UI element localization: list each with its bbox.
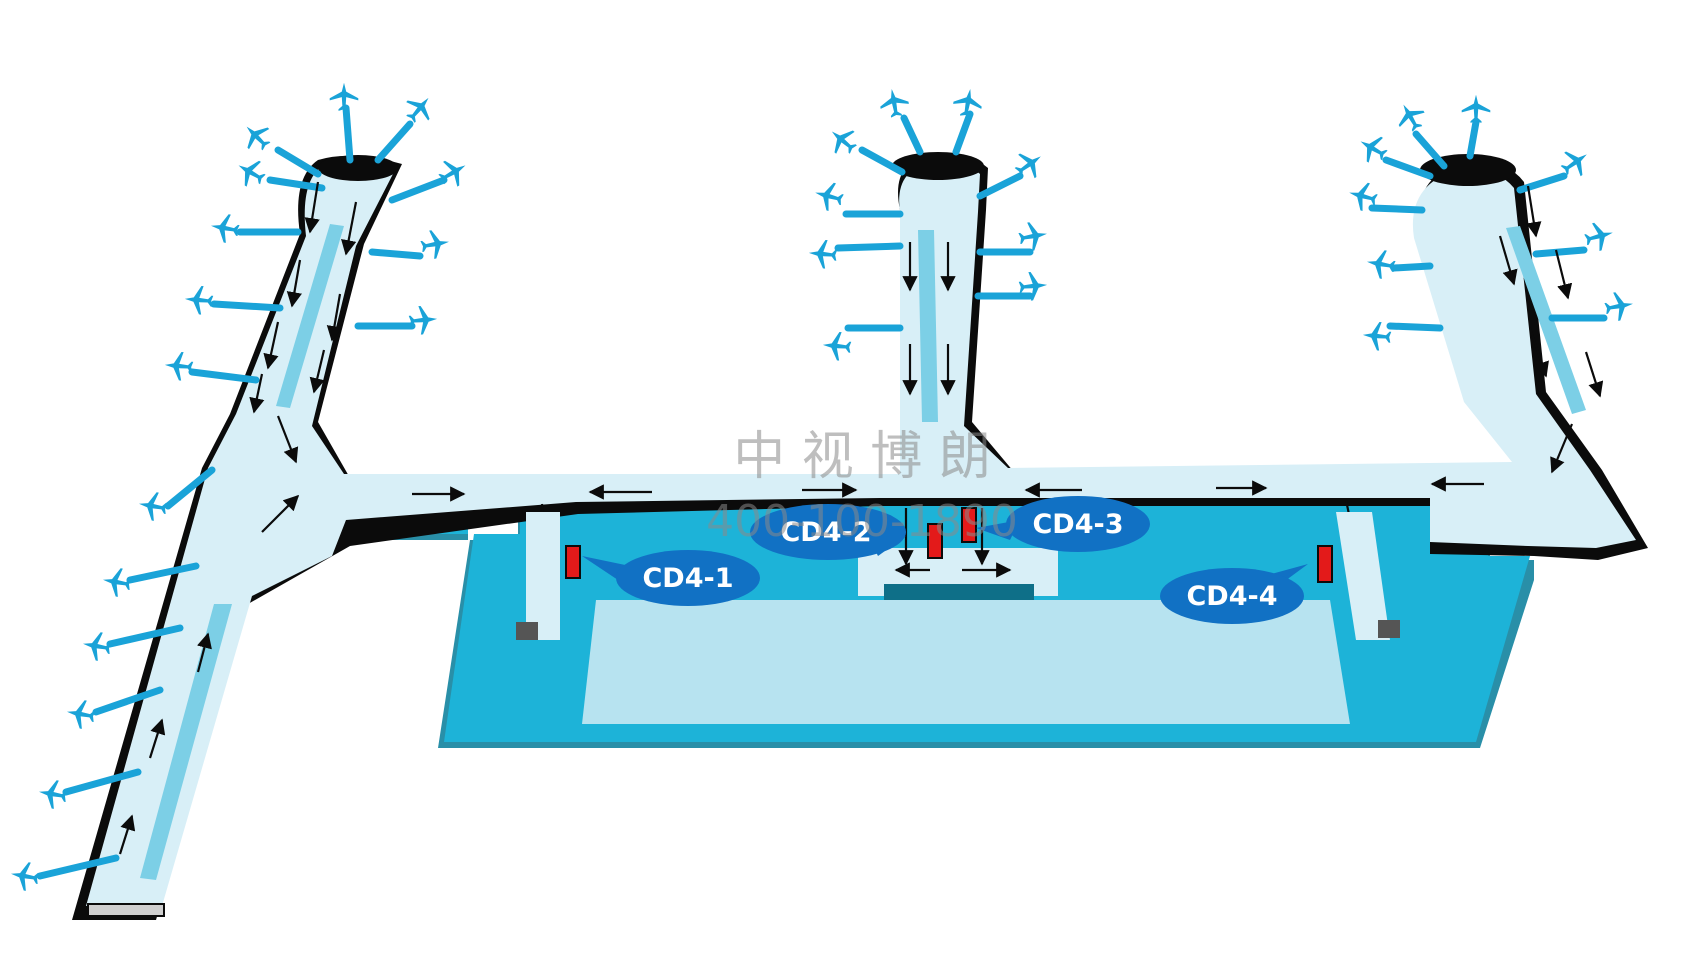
label-cd4-1: CD4-1 (642, 563, 733, 594)
callout-labels: CD4-1 CD4-2 CD4-3 CD4-4 (582, 496, 1308, 624)
label-cd4-3: CD4-3 (1032, 509, 1123, 540)
walkway-stripes (140, 224, 1586, 880)
aircraft-gates (8, 82, 1636, 893)
marker-cd4-2 (927, 523, 943, 559)
marker-cd4-3 (961, 507, 977, 543)
watermark-name: 中 视 博 朗 (733, 427, 991, 487)
ad-markers (565, 507, 1333, 583)
right-stair (1378, 620, 1400, 638)
label-cd4-2: CD4-2 (780, 517, 871, 548)
watermark: 中 视 博 朗 400-100-1890 (706, 427, 1018, 547)
marker-cd4-4 (1317, 545, 1333, 583)
arrival-hall (318, 496, 1534, 748)
left-stair (516, 622, 538, 640)
hall-corridors (526, 512, 1390, 640)
watermark-phone: 400-100-1890 (706, 496, 1018, 547)
label-cd4-4: CD4-4 (1186, 581, 1277, 612)
marker-cd4-1 (565, 545, 581, 579)
terminal-corridors (72, 152, 1648, 920)
